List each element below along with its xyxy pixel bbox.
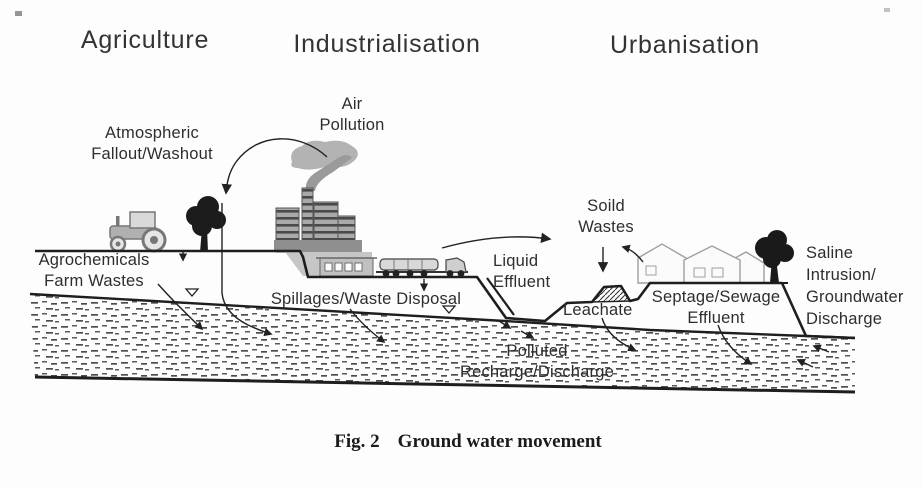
flow-arrows [157,138,830,368]
label-air-pollution: Air Pollution [319,95,385,134]
house-icon [637,243,765,284]
recharge-arrow [520,330,535,339]
water-table-icon [184,288,200,297]
tanker-truck-icon [376,257,468,277]
title-agriculture: Agriculture [80,26,210,54]
aquifer-zone [30,295,855,391]
figure-caption: Fig. 2 Ground water movement [334,431,601,453]
figure-title: Ground water movement [397,431,602,452]
label-spillages: Spillages/Waste Disposal [270,290,462,308]
label-polluted-recharge: Polluted Recharge/Discharge [459,342,615,381]
label-liquid-effluent: Liquid Effluent [493,252,551,291]
tractor-icon [109,211,167,253]
agrochemical-arrow [157,283,204,331]
recharge-arrow [498,320,512,329]
effluent-chute [486,277,515,316]
scan-speck [15,11,22,16]
air-pollution-arrow [221,138,328,195]
factory-icon [274,140,362,253]
label-septage: Septage/Sewage Effluent [651,288,781,327]
spillage-arrow [349,308,386,344]
water-table-icon [441,305,457,314]
land-surface-line [35,249,856,340]
title-industrialisation: Industrialisation [293,30,481,58]
aquifer-bottom-line [34,375,856,394]
warehouse-icon [316,257,377,277]
title-urbanisation: Urbanisation [610,31,760,59]
label-atmospheric-fallout: Atmospheric Fallout/Washout [91,124,213,163]
solid-waste-arrow [441,232,552,249]
urban-waste-arrow [621,244,644,263]
leachate-arrow [601,317,637,352]
scan-speck [884,8,890,12]
saline-intrusion-arrow [812,344,830,353]
label-agrochemicals: Agrochemicals Farm Wastes [38,251,150,290]
infiltration-arrow [221,203,273,337]
figure-number: Fig. 2 [334,431,380,452]
tree-icon [186,196,226,252]
saline-intrusion-arrow [796,359,814,368]
tree-icon [755,230,794,284]
label-solid-wastes: Soild Wastes [578,197,634,236]
septage-arrow [717,324,753,365]
label-saline-intrusion: Saline Intrusion/ Groundwater Discharge [806,244,904,328]
smoke-plume-icon [305,155,352,191]
label-leachate: Leachate [563,301,633,319]
